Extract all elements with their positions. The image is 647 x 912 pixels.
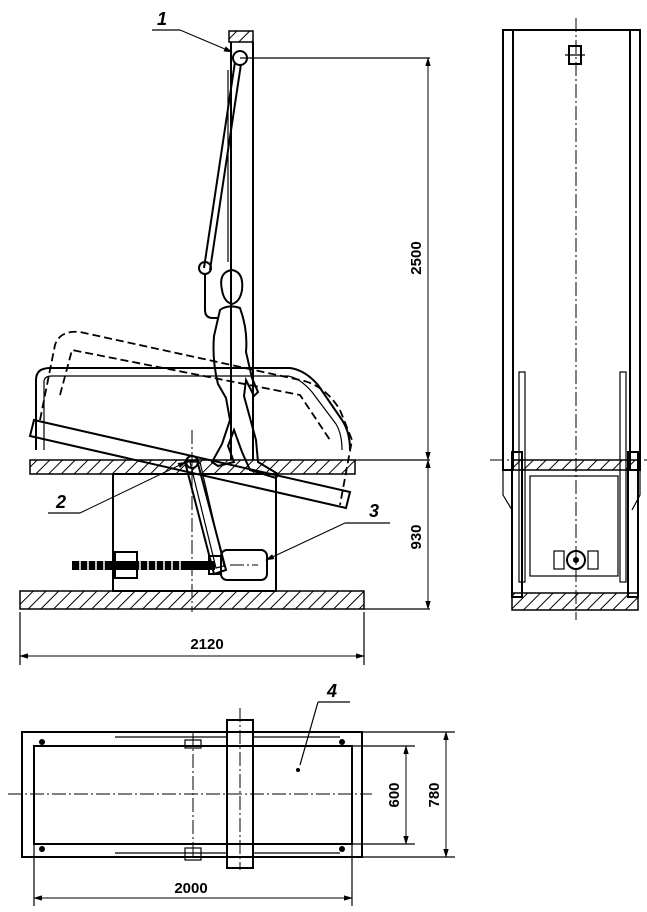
side-view: 2500 930 2120 1 2 3: [19, 9, 431, 665]
dim-930: 930: [408, 524, 425, 549]
nut-block: [114, 551, 138, 579]
mast-cross-section: [226, 719, 254, 869]
motor: [220, 549, 268, 581]
person-figure: [210, 268, 280, 480]
dim-780: 780: [426, 782, 443, 807]
tilted-bed-outline: [39, 330, 353, 506]
callout-4: 4: [326, 681, 337, 701]
callout-2: 2: [55, 492, 66, 512]
dim-2500: 2500: [408, 241, 425, 274]
dim-2000: 2000: [174, 880, 207, 897]
front-view: [490, 18, 647, 620]
dim-2120: 2120: [190, 636, 223, 653]
handrail: [35, 367, 351, 451]
screw-shaft: [72, 561, 215, 570]
callout-3: 3: [369, 501, 379, 521]
mast: [198, 30, 430, 460]
front-motor-icon: [566, 550, 586, 570]
callout-1: 1: [157, 9, 167, 29]
base-plate: [19, 590, 365, 610]
dim-600: 600: [386, 782, 403, 807]
plan-view: 4 600 780 2000: [8, 681, 455, 906]
